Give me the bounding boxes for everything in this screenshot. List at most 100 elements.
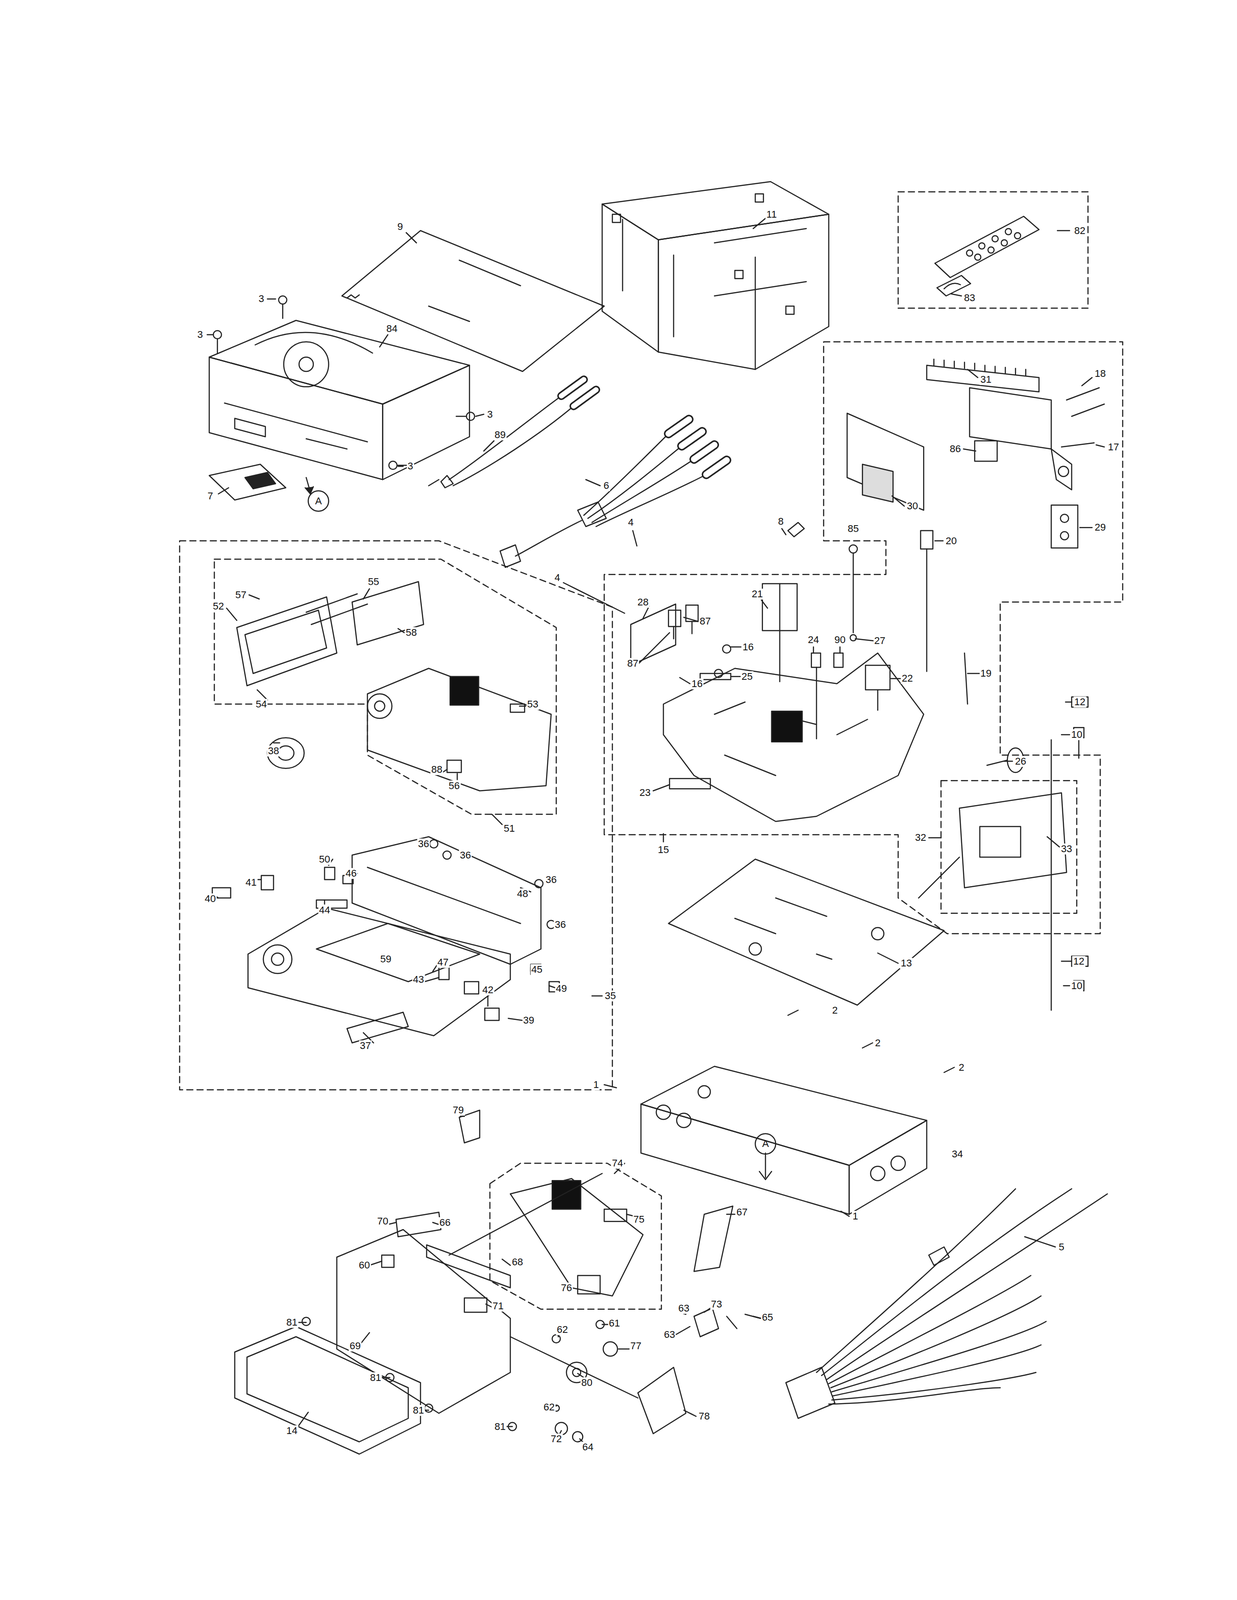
callout-number: 1: [851, 1211, 859, 1223]
callout-number: 56: [447, 780, 461, 792]
callout-number: 51: [503, 823, 516, 835]
callout-number: 81: [493, 1421, 507, 1433]
callout-number: 87: [626, 658, 640, 670]
callout-number: 83: [963, 292, 976, 304]
callout-number: 16: [690, 678, 704, 690]
callout-number: 64: [581, 1442, 595, 1453]
callout-number: 2: [874, 1037, 882, 1049]
callout-number: 28: [636, 596, 650, 608]
callout-number: 19: [979, 668, 993, 680]
callout-number: 4: [553, 572, 561, 584]
callout-number: 52: [211, 601, 225, 612]
callout-number: 45: [530, 964, 543, 976]
callout-number: 77: [629, 1340, 643, 1352]
callout-number: 31: [979, 374, 993, 386]
callout-number: 32: [914, 832, 927, 844]
callout-number: 5: [1057, 1241, 1066, 1253]
callout-number: 44: [317, 904, 331, 916]
callout-number: 88: [430, 764, 444, 776]
callout-number: 70: [376, 1216, 390, 1228]
callout-number: 30: [905, 500, 919, 512]
callout-number: 47: [436, 957, 450, 969]
callout-number: 40: [203, 893, 217, 905]
callout-number: 76: [560, 1282, 573, 1294]
callout-number: 12: [1073, 696, 1086, 708]
callout-number: 11: [765, 209, 778, 221]
callout-number: 17: [1107, 441, 1120, 453]
callout-number: 34: [950, 1148, 964, 1160]
callout-number: 74: [611, 1158, 624, 1169]
callout-number: 35: [603, 990, 617, 1002]
callout-number: 79: [451, 1104, 465, 1116]
callout-number: 24: [806, 634, 820, 646]
callout-number: 4: [626, 517, 635, 529]
callout-number: 12: [1072, 956, 1086, 968]
callout-number: 81: [369, 1372, 382, 1384]
callout-number: 6: [602, 480, 610, 492]
callout-number: 62: [542, 1402, 556, 1414]
callout-number: 75: [632, 1214, 646, 1226]
callout-number: 9: [396, 221, 404, 233]
callout-number: 81: [411, 1405, 425, 1417]
callout-number: 80: [580, 1377, 594, 1389]
callout-number: 78: [697, 1411, 711, 1423]
callout-number: 39: [522, 1015, 535, 1027]
callout-number: 29: [1093, 522, 1107, 533]
callout-number: 72: [549, 1433, 563, 1445]
callout-number: 37: [358, 1040, 372, 1052]
callout-number: 7: [206, 490, 214, 502]
callout-number: 63: [663, 1329, 676, 1341]
callout-number: 21: [750, 588, 764, 600]
callout-number: 59: [379, 953, 392, 965]
callout-number: 36: [553, 919, 567, 931]
callout-number: 13: [899, 958, 913, 969]
callout-number: 16: [741, 641, 755, 653]
callout-number: 3: [486, 409, 494, 421]
callout-number: 36: [417, 838, 431, 850]
reference-mark: A: [314, 495, 323, 507]
callout-number: 85: [846, 523, 860, 535]
callout-number: 36: [459, 850, 472, 861]
callout-number: 27: [873, 635, 886, 647]
callout-number: 53: [526, 699, 539, 710]
callout-number: 65: [761, 1312, 774, 1324]
callout-number: 26: [1014, 756, 1027, 768]
reference-mark: A: [761, 1138, 770, 1150]
callout-number: 2: [957, 1062, 965, 1074]
callout-number: 33: [1060, 843, 1073, 855]
callout-number: 41: [244, 877, 258, 889]
callout-number: 14: [285, 1425, 299, 1437]
callout-number: 90: [833, 634, 847, 646]
callout-number: 25: [740, 671, 754, 683]
callout-number: 68: [511, 1256, 524, 1268]
callout-number: 8: [777, 516, 785, 528]
callout-number: 3: [196, 329, 204, 341]
callout-number: 55: [366, 576, 380, 588]
callout-number: 87: [699, 616, 712, 627]
callout-number: 23: [638, 787, 652, 799]
callout-number: 50: [317, 854, 331, 866]
callout-number: 36: [544, 874, 558, 886]
callout-number: 58: [405, 627, 418, 639]
callout-number: 22: [900, 673, 914, 685]
callout-number: 69: [348, 1340, 362, 1352]
callout-number: 49: [554, 983, 568, 995]
callout-number: 38: [267, 745, 280, 757]
callout-number: 63: [677, 1303, 690, 1315]
callout-number: 3: [257, 293, 265, 305]
callout-number: 57: [234, 589, 248, 601]
callout-number: 43: [411, 974, 425, 986]
callout-number: 62: [556, 1324, 569, 1336]
callout-number: 46: [344, 868, 358, 880]
callout-number: 42: [481, 984, 494, 996]
callout-number: 84: [385, 323, 399, 335]
callout-number: 86: [948, 443, 962, 455]
callout-number: 15: [656, 844, 670, 856]
callout-number: 73: [709, 1299, 723, 1311]
callout-number: 61: [607, 1318, 621, 1330]
callout-number: 1: [592, 1079, 600, 1091]
callout-number: 54: [254, 699, 268, 710]
callout-number: 66: [438, 1217, 452, 1229]
callout-number: 81: [285, 1317, 299, 1329]
